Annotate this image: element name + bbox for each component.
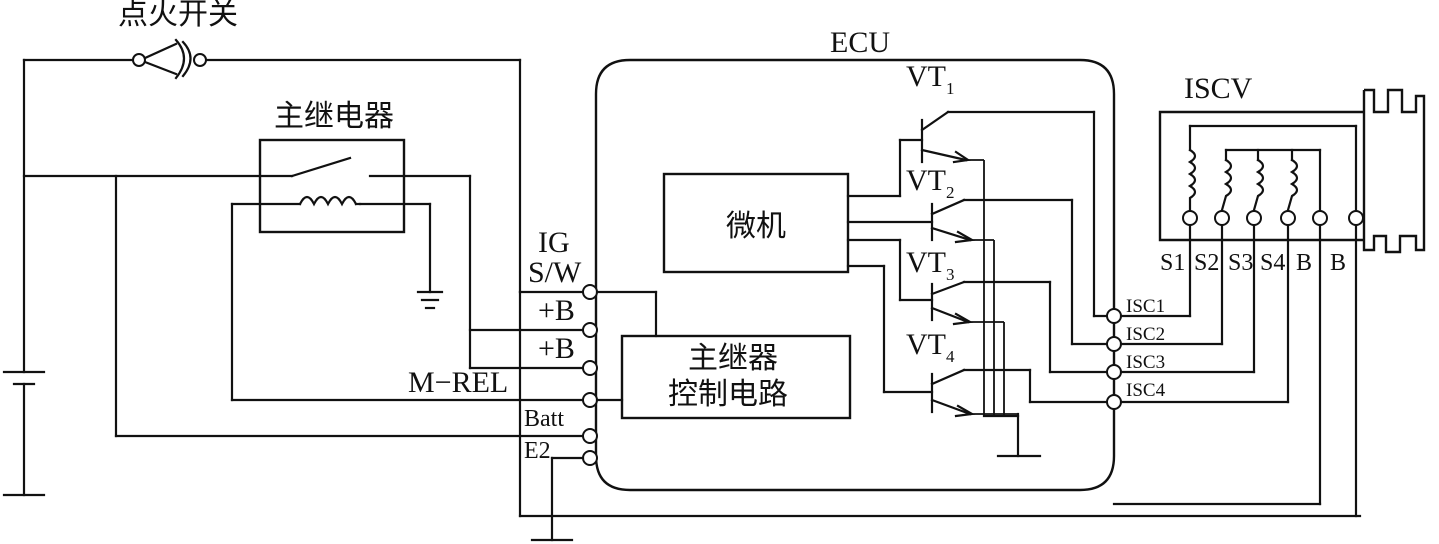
supply-wiring bbox=[22, 58, 584, 438]
isc4-label: ISC4 bbox=[1126, 380, 1166, 401]
main-relay: 主继电器 bbox=[258, 100, 406, 234]
pin-batt: Batt bbox=[524, 406, 564, 432]
pin-s2: S2 bbox=[1194, 250, 1219, 276]
battery bbox=[2, 58, 46, 497]
pin-sw: S/W bbox=[528, 256, 582, 289]
vt1-label: VT1 bbox=[906, 60, 955, 98]
vt3-label: VT3 bbox=[906, 246, 955, 284]
transistor-vt4: VT4 bbox=[906, 328, 1032, 418]
collector-wiring bbox=[1028, 110, 1110, 404]
transistor-vt3: VT3 bbox=[906, 246, 1052, 326]
iscv-pin-labels: S1 S2 S3 S4 B B bbox=[1160, 250, 1346, 276]
ecu-box: ECU bbox=[594, 26, 1116, 492]
iscv-motor: ISCV bbox=[1158, 72, 1426, 254]
ignition-switch-label: 点火开关 bbox=[118, 0, 238, 31]
iscv-label: ISCV bbox=[1184, 72, 1253, 105]
pin-m-rel: M−REL bbox=[408, 366, 508, 399]
pin-e2: E2 bbox=[524, 438, 551, 464]
pin-s4: S4 bbox=[1260, 250, 1285, 276]
isc1-label: ISC1 bbox=[1126, 296, 1165, 317]
pin-b-2: B bbox=[1330, 250, 1346, 276]
base-drive-wiring bbox=[846, 138, 934, 394]
isc-terminals: ISC1 ISC2 ISC3 ISC4 bbox=[1106, 296, 1166, 410]
transistor-vt2: VT2 bbox=[906, 164, 1074, 244]
relay-control-circuit: 主继器 控制电路 bbox=[595, 290, 852, 420]
ignition-switch: 点火开关 bbox=[118, 0, 238, 80]
transistor-vt1: VT1 bbox=[906, 60, 1096, 164]
relay-control-label-2: 控制电路 bbox=[668, 378, 788, 411]
ground-symbol-relay bbox=[416, 290, 444, 310]
ecu-left-terminals bbox=[582, 284, 598, 466]
microcomputer-label: 微机 bbox=[726, 210, 786, 243]
ecu-pin-labels: IG S/W +B +B M−REL Batt E2 bbox=[408, 226, 582, 464]
pin-plus-b-2: +B bbox=[538, 332, 575, 365]
emitter-ground-wiring bbox=[966, 159, 1042, 458]
ecu-label: ECU bbox=[830, 26, 890, 59]
main-relay-label: 主继电器 bbox=[274, 100, 394, 133]
isc-to-iscv-wiring bbox=[1112, 224, 1358, 518]
microcomputer: 微机 bbox=[662, 172, 850, 274]
vt2-label: VT2 bbox=[906, 164, 955, 202]
pin-ig: IG bbox=[538, 226, 570, 259]
vt4-label: VT4 bbox=[906, 328, 955, 366]
pin-s1: S1 bbox=[1160, 250, 1185, 276]
pin-b-1: B bbox=[1296, 250, 1312, 276]
pin-s3: S3 bbox=[1228, 250, 1253, 276]
isc3-label: ISC3 bbox=[1126, 352, 1165, 373]
relay-control-label-1: 主继器 bbox=[688, 342, 778, 375]
pin-plus-b-1: +B bbox=[538, 294, 575, 327]
e2-ground bbox=[518, 290, 1362, 542]
isc2-label: ISC2 bbox=[1126, 324, 1165, 345]
